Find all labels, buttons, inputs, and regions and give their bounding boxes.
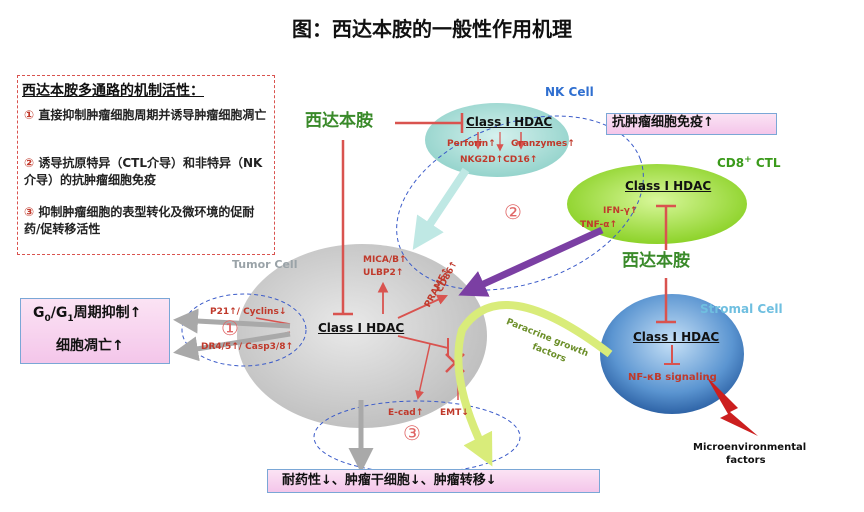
cc-sub1: 1	[67, 313, 74, 324]
mechanism-item-1-text: 直接抑制肿瘤细胞周期并诱导肿瘤细胞凋亡	[38, 108, 267, 122]
micro-line2: factors	[726, 455, 766, 466]
ctl-label-main: CD8	[717, 156, 745, 170]
ctl-label: CD8+ CTL	[717, 155, 781, 170]
cell-cycle-line1: G0/G1周期抑制↑	[33, 305, 142, 325]
nk-perforin: Perforin↑	[447, 139, 496, 149]
tumor-mica: MICA/B↑	[363, 255, 407, 265]
nk-receptors: NKG2D↑CD16↑	[460, 155, 538, 165]
circle-num-3: ③	[403, 421, 421, 445]
mechanism-item-2-num: ②	[24, 156, 35, 170]
cc-g: G	[33, 305, 45, 321]
bottom-box	[267, 469, 600, 493]
tumor-cell-label: Tumor Cell	[232, 258, 298, 271]
page-title: 图：西达本胺的一般性作用机理	[292, 17, 572, 41]
drug-label-top: 西达本胺	[305, 111, 373, 131]
ctl-hdac-label: Class I HDAC	[625, 179, 712, 193]
gray-arrow-apoptosis	[173, 331, 291, 362]
circle-num-2: ②	[504, 200, 522, 224]
ctl-cell-shape	[567, 164, 747, 244]
nk-cell-label: NK Cell	[545, 85, 594, 99]
mechanism-box	[17, 75, 275, 255]
dashed-oval-immune	[396, 115, 644, 291]
mechanism-heading: 西达本胺多通路的机制活性：	[22, 83, 204, 99]
stromal-hdac-label: Class I HDAC	[633, 330, 720, 344]
drug-label-right: 西达本胺	[622, 251, 690, 271]
cell-cycle-line2: 细胞凋亡↑	[56, 338, 124, 354]
tumor-emt: EMT↓	[440, 408, 469, 418]
mechanism-item-2-text: 诱导抗原特异（CTL介导）和非特异（NK介导）的抗肿瘤细胞免疫	[24, 156, 263, 187]
tumor-ecad: E-cad↑	[388, 408, 424, 418]
tumor-hdac-label: Class I HDAC	[318, 321, 405, 335]
lightning-bolt	[706, 376, 758, 436]
bottom-box-text: 耐药性↓、肿瘤干细胞↓、肿瘤转移↓	[282, 473, 497, 488]
nk-hdac-label: Class I HDAC	[466, 115, 553, 129]
stromal-nfkb: NF-κB signaling	[628, 372, 717, 383]
ctl-label-rest: CTL	[751, 156, 781, 170]
micro-line1: Microenvironmental	[693, 442, 807, 453]
mechanism-item-3-text: 抑制肿瘤细胞的表型转化及微环境的促耐药/促转移活性	[24, 205, 255, 236]
mechanism-item-1-num: ①	[24, 108, 35, 122]
tumor-p21: P21↑/ Cyclins↓	[210, 307, 287, 317]
ctl-label-sup: +	[744, 155, 752, 165]
cell-cycle-box	[20, 298, 170, 364]
ctl-purple-arrow	[458, 226, 604, 297]
tumor-ulbp: ULBP2↑	[363, 268, 404, 278]
cc-sub0: 0	[44, 313, 51, 324]
ctl-tnf: TNF-α↑	[580, 220, 618, 230]
tumor-dr: DR4/5↑/ Casp3/8↑	[201, 342, 294, 352]
mechanism-item-3: ③ 抑制肿瘤细胞的表型转化及微环境的促耐药/促转移活性	[24, 204, 270, 238]
paracrine-arrow	[454, 301, 613, 467]
ctl-ifn: IFN-γ↑	[603, 206, 638, 216]
mechanism-item-1: ① 直接抑制肿瘤细胞周期并诱导肿瘤细胞凋亡	[24, 107, 270, 124]
stromal-cell-label: Stromal Cell	[700, 302, 783, 316]
mechanism-item-2: ② 诱导抗原特异（CTL介导）和非特异（NK介导）的抗肿瘤细胞免疫	[24, 155, 270, 189]
circle-num-1: ①	[221, 316, 239, 340]
nk-granzymes: Granzymes↑	[511, 139, 575, 149]
immunity-box	[606, 113, 777, 135]
nk-cyan-arrow	[412, 167, 470, 250]
gray-arrow-cycle	[173, 308, 291, 334]
cc-post: 周期抑制↑	[73, 305, 142, 321]
cc-mid: /G	[50, 305, 68, 321]
immunity-box-text: 抗肿瘤细胞免疫↑	[612, 115, 714, 130]
mechanism-item-3-num: ③	[24, 205, 35, 219]
tumor-cell-shape	[237, 244, 487, 428]
